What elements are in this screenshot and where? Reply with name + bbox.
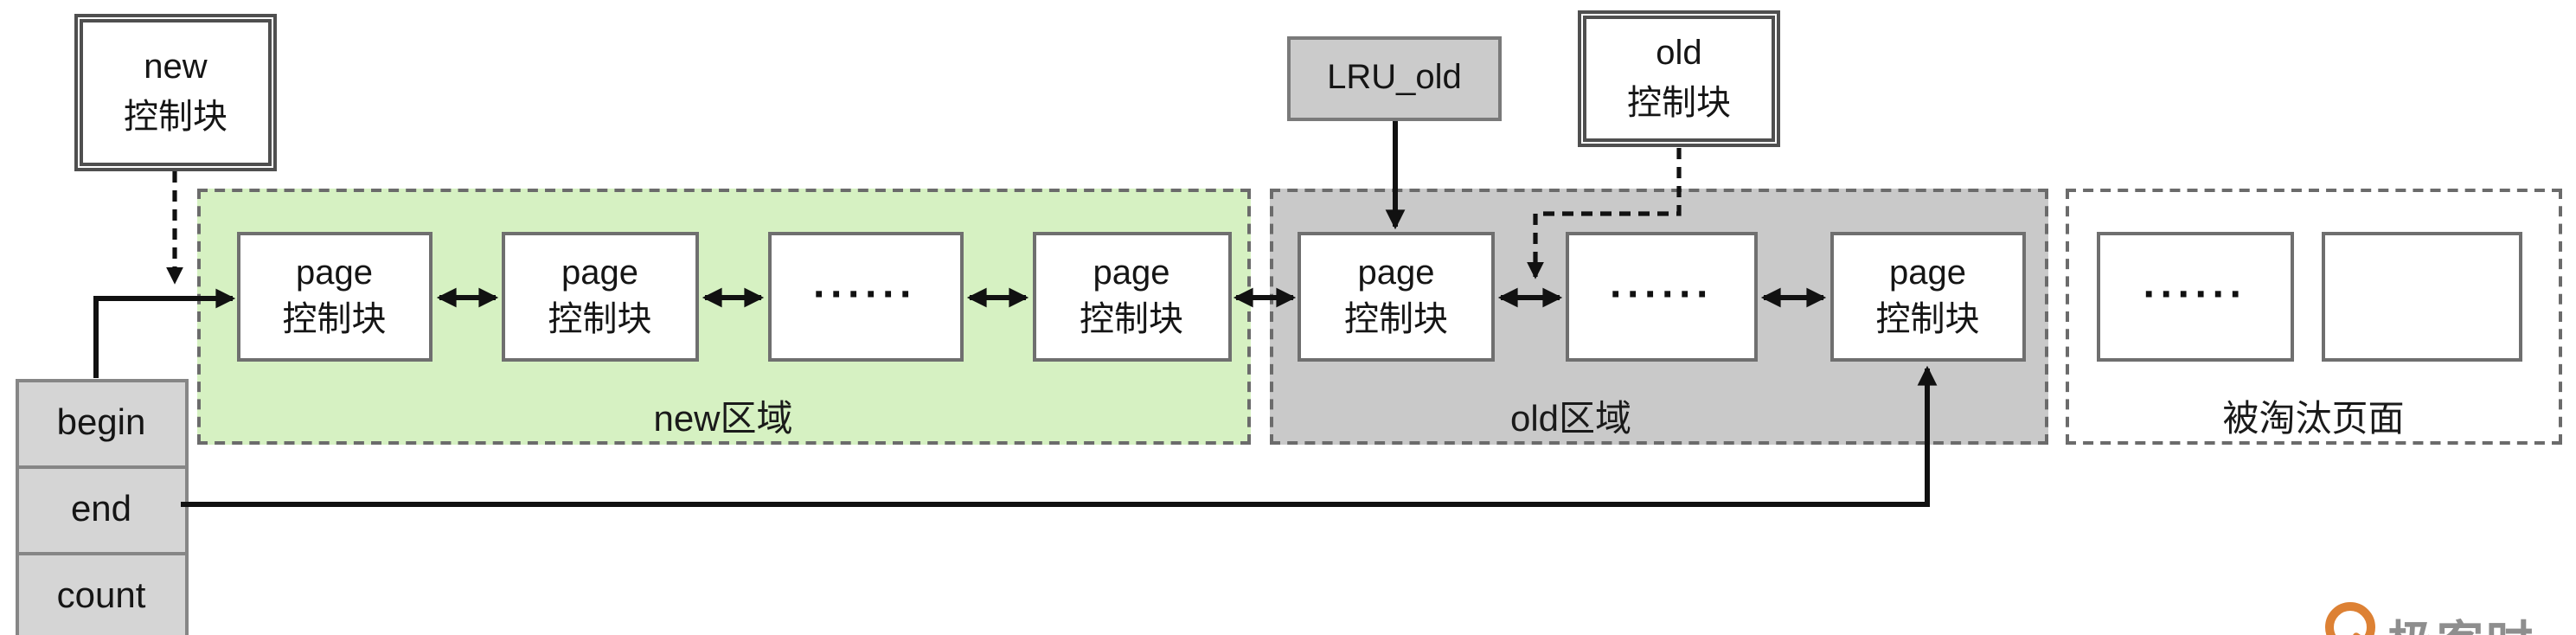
new-area-label: new区域 (653, 399, 793, 439)
page-block-node-4: page 控制块 (1298, 232, 1495, 362)
new-control-block-pointer: new 控制块 (74, 14, 277, 171)
page-block-node-5: page 控制块 (1829, 232, 2026, 362)
lru-old-pointer: LRU_old (1287, 36, 1502, 121)
begin-field: begin (15, 378, 188, 468)
page-block-node-2: page 控制块 (502, 232, 698, 362)
end-field: end (15, 465, 188, 555)
geektime-logo-text: 极客时间 (2387, 606, 2576, 635)
ellipsis-node-evicted: ······ (2096, 232, 2294, 362)
ellipsis-node-new-area: ······ (767, 232, 963, 362)
geektime-logo-hand (2345, 631, 2366, 635)
page-block-node-3: page 控制块 (1032, 232, 1231, 362)
old-control-block-pointer: old 控制块 (1578, 10, 1780, 147)
count-field: count (15, 551, 188, 635)
ellipsis-node-old-area: ······ (1566, 232, 1758, 362)
empty-page-node (2322, 232, 2522, 362)
old-area-label: old区域 (1509, 399, 1632, 439)
geektime-logo-icon (2325, 602, 2375, 635)
evicted-pages-label: 被淘汰页面 (2222, 399, 2405, 439)
page-block-node-1: page 控制块 (236, 232, 433, 362)
lru-list-header: begin end count (15, 378, 188, 635)
